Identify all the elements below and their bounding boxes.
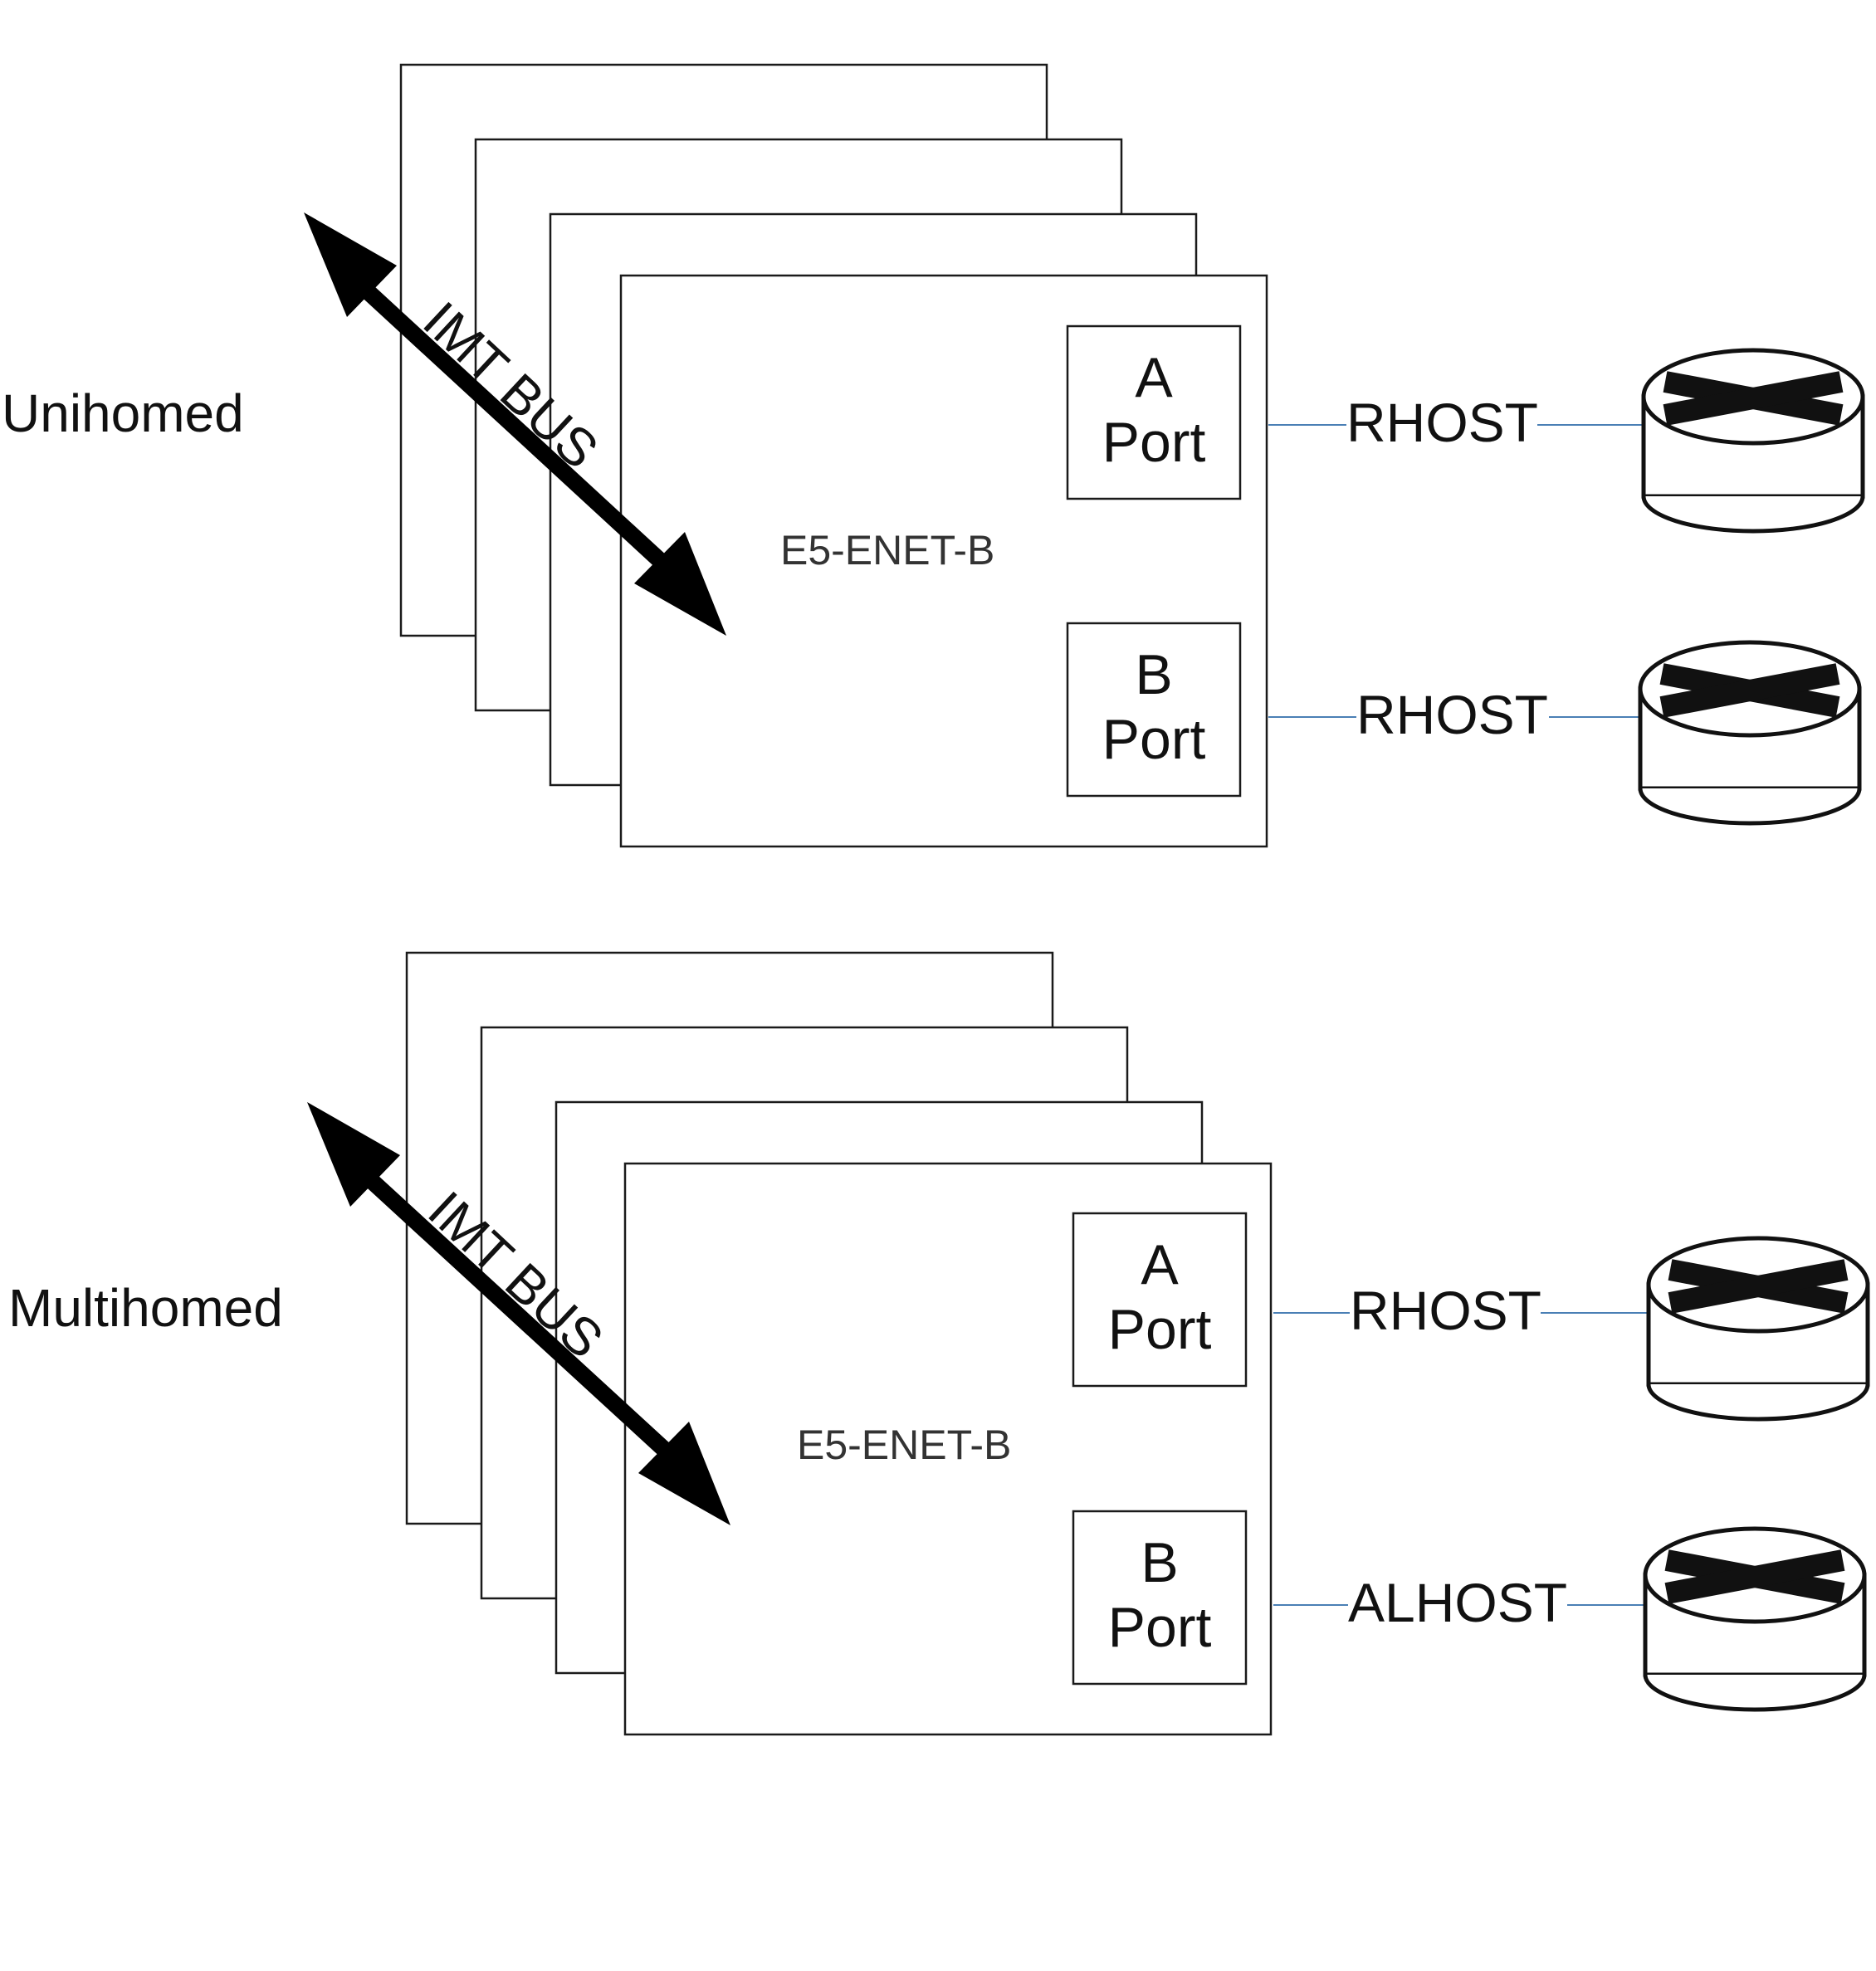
- host-label-a: RHOST: [1346, 392, 1538, 453]
- port-b-word: Port: [1102, 708, 1206, 771]
- double-arrow-icon: [304, 212, 726, 636]
- router-icon: [1641, 348, 1865, 534]
- port-b-letter: B: [1141, 1531, 1178, 1594]
- mode-label-multihomed: Multihomed: [8, 1278, 283, 1338]
- card-label: E5-ENET-B: [797, 1422, 1011, 1468]
- port-a-letter: A: [1135, 346, 1173, 409]
- port-a-word: Port: [1108, 1298, 1212, 1361]
- port-b-box: B Port: [1072, 1510, 1248, 1686]
- section-multihomed: Multihomed E5-ENET-B A Port B Port IMT B…: [8, 951, 1870, 1736]
- port-a-box: A Port: [1072, 1212, 1248, 1388]
- port-b-box: B Port: [1066, 622, 1242, 798]
- router-icon: [1638, 640, 1862, 826]
- host-label-a: RHOST: [1350, 1280, 1541, 1341]
- mode-label-unihomed: Unihomed: [2, 383, 244, 443]
- router-icon: [1643, 1526, 1867, 1712]
- double-arrow-icon: [307, 1102, 730, 1525]
- port-a-letter: A: [1141, 1233, 1179, 1296]
- router-icon: [1646, 1236, 1870, 1422]
- card-label: E5-ENET-B: [780, 527, 994, 573]
- port-b-word: Port: [1108, 1596, 1212, 1659]
- host-label-b: RHOST: [1356, 684, 1548, 745]
- section-unihomed: Unihomed E5-ENET-B A Port B Port IMT BUS…: [2, 63, 1865, 848]
- host-label-b: ALHOST: [1348, 1572, 1567, 1633]
- port-a-box: A Port: [1066, 324, 1242, 500]
- port-b-letter: B: [1135, 643, 1172, 706]
- port-a-word: Port: [1102, 411, 1206, 474]
